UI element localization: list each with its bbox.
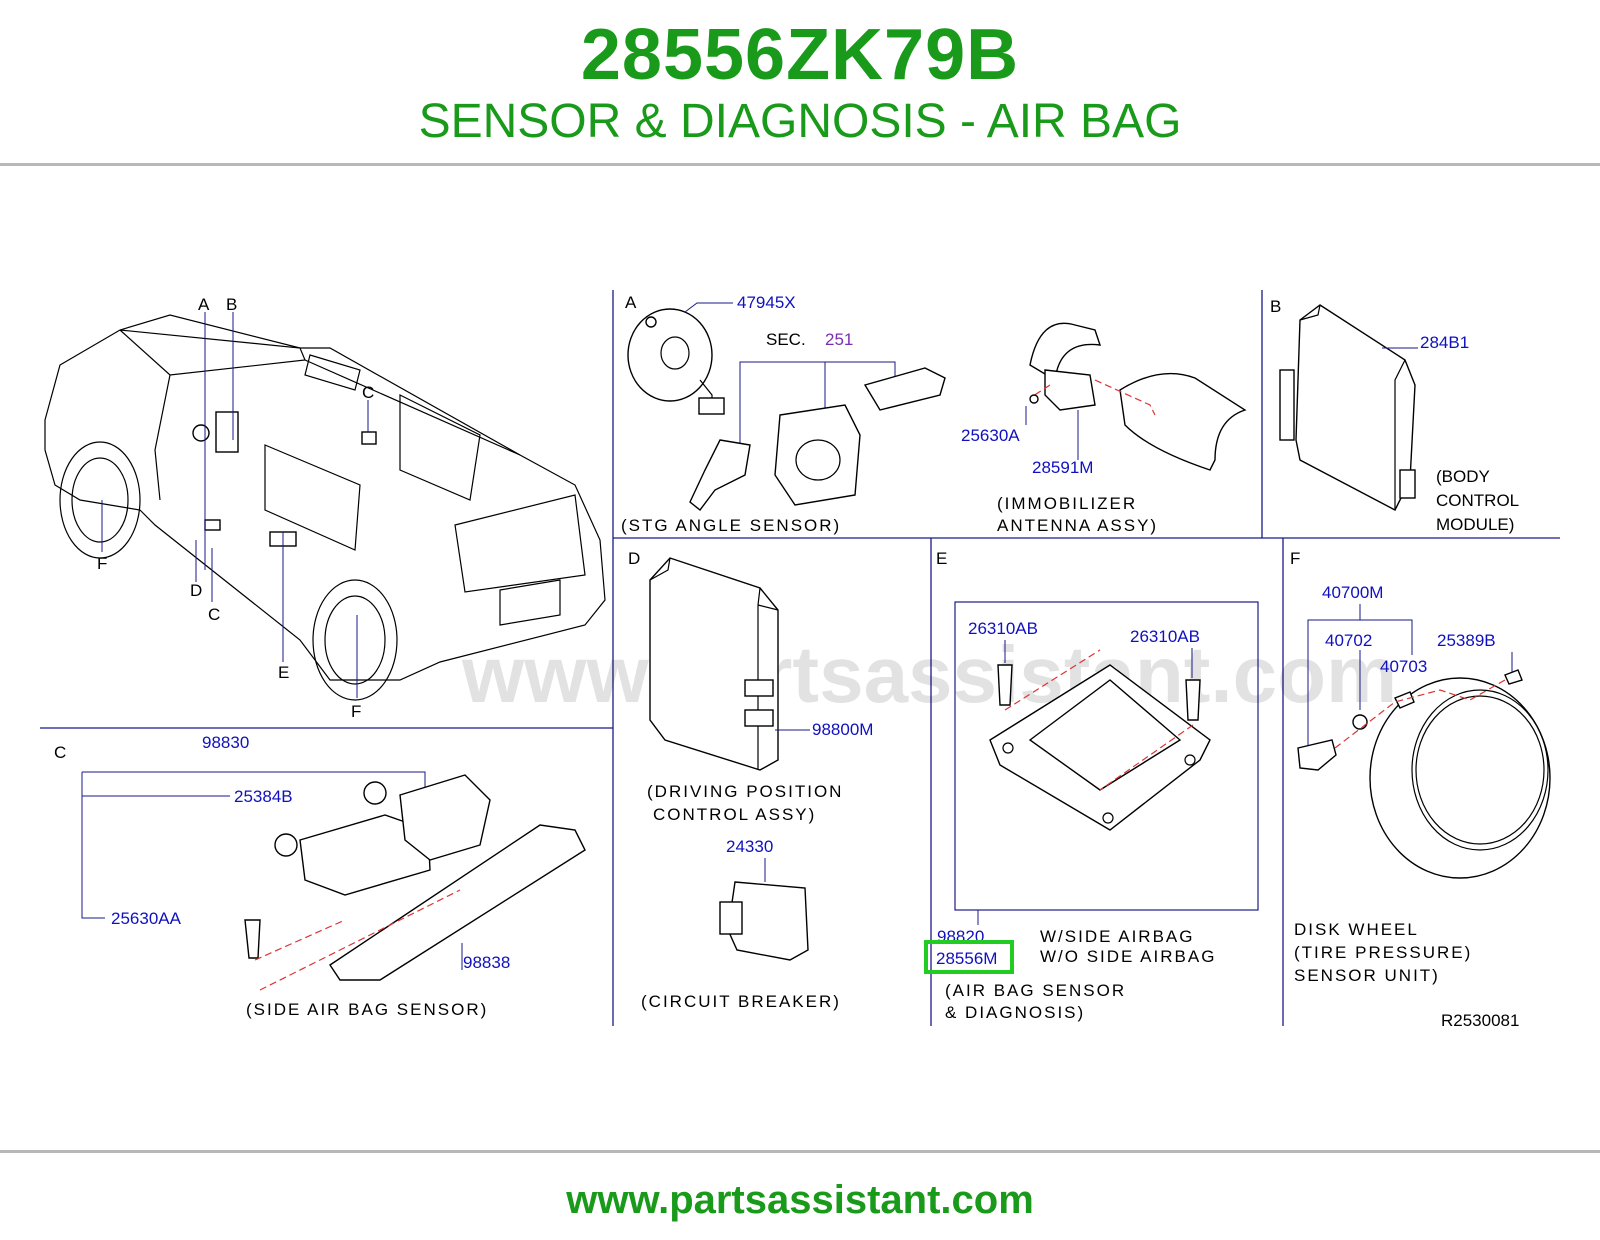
header-divider xyxy=(0,163,1600,166)
part-number-title: 28556ZK79B xyxy=(580,15,1020,95)
section-a-letter: A xyxy=(625,293,637,312)
vehicle-callout-f-rear: F xyxy=(351,702,361,721)
section-f-letter: F xyxy=(1290,549,1300,568)
footer-divider xyxy=(0,1150,1600,1153)
vehicle-callout-f-front: F xyxy=(97,554,107,573)
section-c: C 98830 25384B 25630AA 98838 (SIDE AIR B… xyxy=(54,733,586,1019)
bcm-caption-2: CONTROL xyxy=(1436,491,1519,510)
part-28591m[interactable]: 28591M xyxy=(1032,458,1093,477)
part-47945x[interactable]: 47945X xyxy=(737,293,796,312)
section-e-letter: E xyxy=(936,549,947,568)
vehicle-callout-b: B xyxy=(226,295,237,314)
part-26310ab-right[interactable]: 26310AB xyxy=(1130,627,1200,646)
stg-angle-sensor-caption: (STG ANGLE SENSOR) xyxy=(621,516,841,535)
disk-wheel-caption-3: SENSOR UNIT) xyxy=(1294,966,1440,985)
section-e: E 26310AB 26310AB 98820 28556M W/SIDE AI… xyxy=(924,549,1259,1022)
highlight-box xyxy=(924,940,1014,974)
part-284b1[interactable]: 284B1 xyxy=(1420,333,1469,352)
part-98830[interactable]: 98830 xyxy=(202,733,249,752)
section-d: D 98800M (DRIVING POSITION CONTROL ASSY)… xyxy=(628,549,873,1011)
part-26310ab-left[interactable]: 26310AB xyxy=(968,619,1038,638)
driving-position-caption-1: (DRIVING POSITION xyxy=(647,782,843,801)
vehicle-callout-a: A xyxy=(198,295,210,314)
part-25630a[interactable]: 25630A xyxy=(961,426,1020,445)
vehicle-illustration: A B C C D E F F xyxy=(44,295,606,721)
part-24330[interactable]: 24330 xyxy=(726,837,773,856)
circuit-breaker-caption: (CIRCUIT BREAKER) xyxy=(641,992,841,1011)
section-c-letter: C xyxy=(54,743,66,762)
section-b-letter: B xyxy=(1270,297,1281,316)
part-98800m[interactable]: 98800M xyxy=(812,720,873,739)
airbag-sensor-caption-2: & DIAGNOSIS) xyxy=(945,1003,1085,1022)
part-40702[interactable]: 40702 xyxy=(1325,631,1372,650)
watermark: www.partsassistant.com xyxy=(461,630,1397,719)
vehicle-callout-d: D xyxy=(190,581,202,600)
with-side-airbag-note: W/SIDE AIRBAG xyxy=(1040,927,1194,946)
parts-diagram: www.partsassistant.com A B C C D E F F A xyxy=(40,290,1560,1030)
disk-wheel-caption-1: DISK WHEEL xyxy=(1294,920,1419,939)
airbag-sensor-caption-1: (AIR BAG SENSOR xyxy=(945,981,1126,1000)
vehicle-callout-e: E xyxy=(278,663,289,682)
sec-prefix: SEC. xyxy=(766,330,806,349)
section-b: B 284B1 (BODY CONTROL MODULE) xyxy=(1270,297,1519,534)
part-40700m[interactable]: 40700M xyxy=(1322,583,1383,602)
airbag-detail-frame xyxy=(954,601,1259,911)
vehicle-callout-c: C xyxy=(208,605,220,624)
without-side-airbag-note: W/O SIDE AIRBAG xyxy=(1040,947,1216,966)
vehicle-callout-c-roof: C xyxy=(362,383,374,402)
immobilizer-caption-2: ANTENNA ASSY) xyxy=(997,516,1158,535)
section-d-letter: D xyxy=(628,549,640,568)
driving-position-caption-2: CONTROL ASSY) xyxy=(653,805,816,824)
part-sec-251[interactable]: 251 xyxy=(825,330,853,349)
part-25630aa[interactable]: 25630AA xyxy=(111,909,182,928)
part-28556m-highlighted[interactable]: 28556M xyxy=(936,949,997,968)
disk-wheel-caption-2: (TIRE PRESSURE) xyxy=(1294,943,1472,962)
bcm-caption-3: MODULE) xyxy=(1436,515,1514,534)
diagram-subtitle: SENSOR & DIAGNOSIS - AIR BAG xyxy=(418,95,1182,148)
immobilizer-caption-1: (IMMOBILIZER xyxy=(997,494,1137,513)
diagram-reference: R2530081 xyxy=(1441,1011,1519,1030)
section-f: F 40700M 40702 40703 25389B DISK WHEEL (… xyxy=(1290,549,1551,1030)
bcm-caption-1: (BODY xyxy=(1436,467,1490,486)
part-40703[interactable]: 40703 xyxy=(1380,657,1427,676)
part-25384b[interactable]: 25384B xyxy=(234,787,293,806)
part-25389b[interactable]: 25389B xyxy=(1437,631,1496,650)
footer-url[interactable]: www.partsassistant.com xyxy=(566,1178,1034,1222)
panel-separators xyxy=(40,290,1560,1026)
side-airbag-sensor-caption: (SIDE AIR BAG SENSOR) xyxy=(246,1000,488,1019)
part-98838[interactable]: 98838 xyxy=(463,953,510,972)
section-a: A 47945X SEC. 251 (STG ANGLE SENSOR) 256… xyxy=(621,293,1247,535)
